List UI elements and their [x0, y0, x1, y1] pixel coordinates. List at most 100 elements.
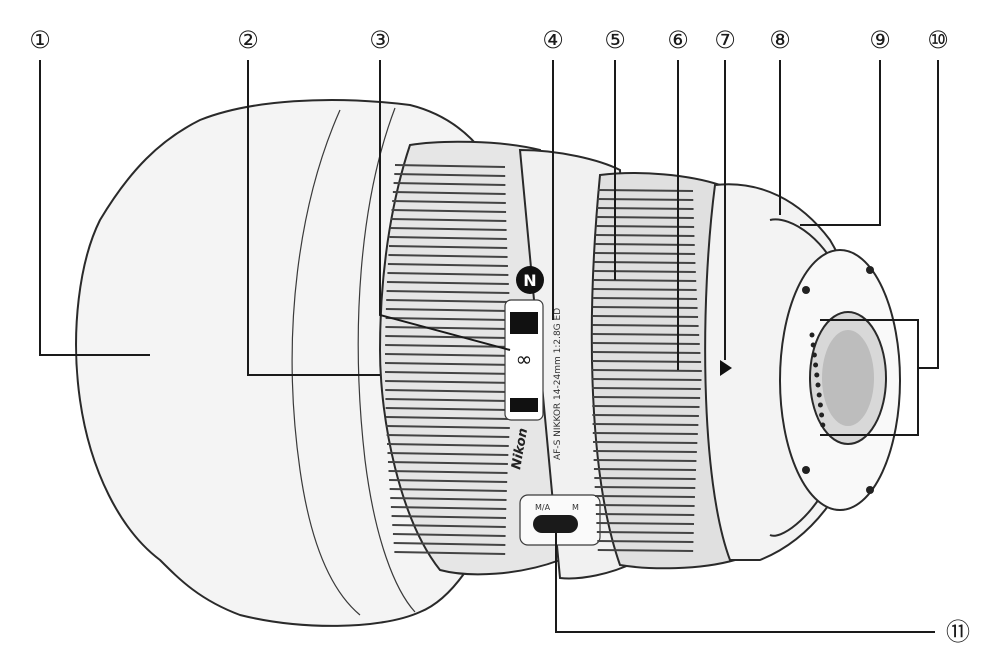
focus-ring-rib: [592, 315, 699, 318]
mount-screw: [802, 286, 810, 294]
callout-11: ⑪: [946, 618, 970, 646]
rear-glass: [822, 330, 874, 426]
zoom-ring-rib: [390, 227, 507, 231]
zoom-ring-rib: [386, 290, 510, 294]
focus-ring-rib: [597, 540, 694, 543]
zoom-ring-rib: [384, 362, 515, 366]
distance-scale-mark: [510, 398, 538, 412]
zoom-ring-rib: [391, 209, 507, 213]
focus-ring-rib: [597, 207, 694, 210]
leader-1: [39, 60, 150, 356]
zoom-ring-rib: [385, 353, 515, 357]
zoom-ring-rib: [385, 380, 514, 384]
zoom-ring-rib: [392, 533, 506, 537]
nano-crystal-badge: [516, 266, 544, 294]
focus-ring-rib: [592, 306, 698, 309]
svg-text:⑨: ⑨: [869, 26, 891, 54]
callout-8: ⑧: [769, 26, 791, 54]
callout-1: ①: [29, 26, 51, 54]
zoom-ring-rib: [385, 344, 514, 348]
focus-ring-rib: [592, 378, 702, 381]
focus-ring-rib: [596, 522, 695, 525]
zoom-ring-rib: [385, 371, 515, 375]
infinity-mark: ∞: [516, 347, 533, 371]
mount-screw: [866, 486, 874, 494]
cpu-contacts: [809, 332, 826, 428]
focus-ring: [590, 172, 737, 570]
focus-ring-rib: [594, 486, 696, 489]
leader-2: [247, 60, 380, 376]
zoom-ring-rib: [386, 434, 510, 438]
cpu-contact-pin: [814, 372, 820, 378]
zoom-ring-rib: [389, 479, 508, 483]
cpu-contact-pin: [813, 362, 819, 368]
focus-ring-rib: [595, 513, 695, 516]
zoom-ring-rib: [385, 308, 511, 312]
callout-9: ⑨: [869, 26, 891, 54]
mounting-index: [720, 360, 732, 376]
zoom-ring-rib: [394, 164, 506, 168]
distance-scale-mark: [510, 312, 538, 334]
svg-text:⑩: ⑩: [927, 26, 949, 54]
zoom-ring-rib: [386, 281, 509, 285]
mount-screw: [802, 466, 810, 474]
zoom-ring-rib: [392, 524, 506, 528]
callout-6: ⑥: [667, 26, 689, 54]
focus-ring-rib: [593, 288, 697, 291]
zoom-ring-rib: [385, 416, 511, 420]
focus-ring-rib: [595, 495, 695, 498]
zoom-ring-rib: [387, 443, 509, 447]
zoom-ring-rib: [390, 506, 507, 510]
focus-ring-rib: [593, 279, 697, 282]
svg-text:③: ③: [369, 26, 391, 54]
cpu-contact-pin: [811, 352, 817, 358]
focus-ring-rib: [592, 351, 701, 354]
zoom-ring-rib: [389, 488, 507, 492]
focus-ring-rib: [594, 261, 696, 264]
zoom-ring-rib: [392, 200, 506, 204]
svg-text:⑦: ⑦: [714, 26, 736, 54]
badge-letter: N: [523, 271, 536, 290]
focus-ring-rib: [596, 531, 694, 534]
focus-ring-grip: [591, 189, 702, 552]
focus-ring-rib: [595, 504, 695, 507]
zoom-ring-rib: [387, 461, 508, 465]
focus-ring-rib: [592, 432, 698, 435]
svg-text:⑧: ⑧: [769, 26, 791, 54]
zoom-ring-rib: [387, 452, 509, 456]
focus-ring-rib: [595, 243, 695, 246]
focus-ring-rib: [593, 441, 698, 444]
rear-barrel: [704, 183, 901, 561]
zoom-ring-rib: [388, 245, 508, 249]
leader-3: [379, 60, 511, 351]
zoom-ring: [378, 140, 562, 576]
leader-11: [555, 520, 935, 633]
focus-ring-rib: [593, 468, 697, 471]
zoom-ring-rib: [388, 470, 508, 474]
zoom-ring-rib: [392, 191, 506, 195]
focus-ring-rib: [593, 297, 698, 300]
zoom-ring-rib: [385, 326, 512, 330]
zoom-ring-rib: [385, 335, 513, 339]
cpu-contact-pin: [816, 392, 822, 398]
focus-ring-rib: [592, 423, 699, 426]
zoom-ring-rib: [386, 299, 510, 303]
focus-ring-rib: [592, 333, 700, 336]
zoom-ring-rib: [390, 497, 507, 501]
cpu-contact-pin: [809, 332, 815, 338]
brand-logo: Nikon: [509, 427, 531, 471]
focus-ring-rib: [592, 405, 700, 408]
svg-text:④: ④: [542, 26, 564, 54]
focus-ring-rib: [596, 216, 694, 219]
focus-ring-rib: [595, 234, 695, 237]
svg-text:①: ①: [29, 26, 51, 54]
focus-ring-rib: [593, 450, 697, 453]
svg-text:②: ②: [237, 26, 259, 54]
cpu-contact-pin: [810, 342, 816, 348]
mount-screw: [866, 266, 874, 274]
focus-ring-rib: [594, 252, 696, 255]
callout-10: ⑩: [927, 26, 949, 54]
focus-ring-rib: [593, 459, 697, 462]
callouts: ① ② ③ ④ ⑤ ⑥ ⑦ ⑧ ⑨ ⑩ ⑪: [29, 26, 970, 646]
